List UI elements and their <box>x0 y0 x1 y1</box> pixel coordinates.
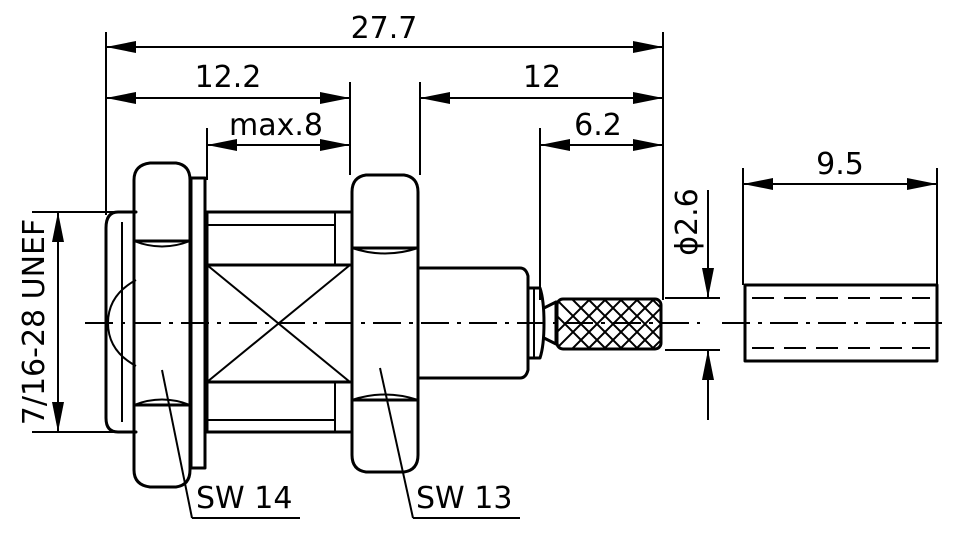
dimension-6-2 <box>540 139 663 151</box>
connector-body <box>205 210 352 434</box>
dimension-thread <box>52 212 64 432</box>
label-panel-thickness: max.8 <box>229 108 323 143</box>
knurled-pin <box>555 297 663 351</box>
leader-lines <box>161 367 520 519</box>
dimension-max-8 <box>207 139 350 151</box>
front-flange <box>104 210 138 434</box>
dimension-12 <box>420 92 663 104</box>
dimension-12-2 <box>106 92 350 104</box>
dimension-27-7 <box>106 41 663 53</box>
label-thread-spec: 7/16-28 UNEF <box>17 219 52 426</box>
label-pin-length: 6.2 <box>574 108 622 143</box>
label-overall-length: 27.7 <box>351 11 418 46</box>
front-hex-nut <box>132 161 207 489</box>
label-rear-length: 12 <box>523 60 561 95</box>
crimp-ferrule <box>743 283 939 363</box>
dimension-9-5 <box>743 178 937 190</box>
extension-lines <box>32 32 938 433</box>
label-front-nut-size: SW 14 <box>196 481 292 516</box>
label-pin-diameter: ϕ2.6 <box>670 188 705 256</box>
dimension-diameter <box>702 190 714 420</box>
label-ferrule-length: 9.5 <box>816 147 864 182</box>
label-rear-nut-size: SW 13 <box>416 481 512 516</box>
label-nut-section-length: 12.2 <box>195 60 262 95</box>
